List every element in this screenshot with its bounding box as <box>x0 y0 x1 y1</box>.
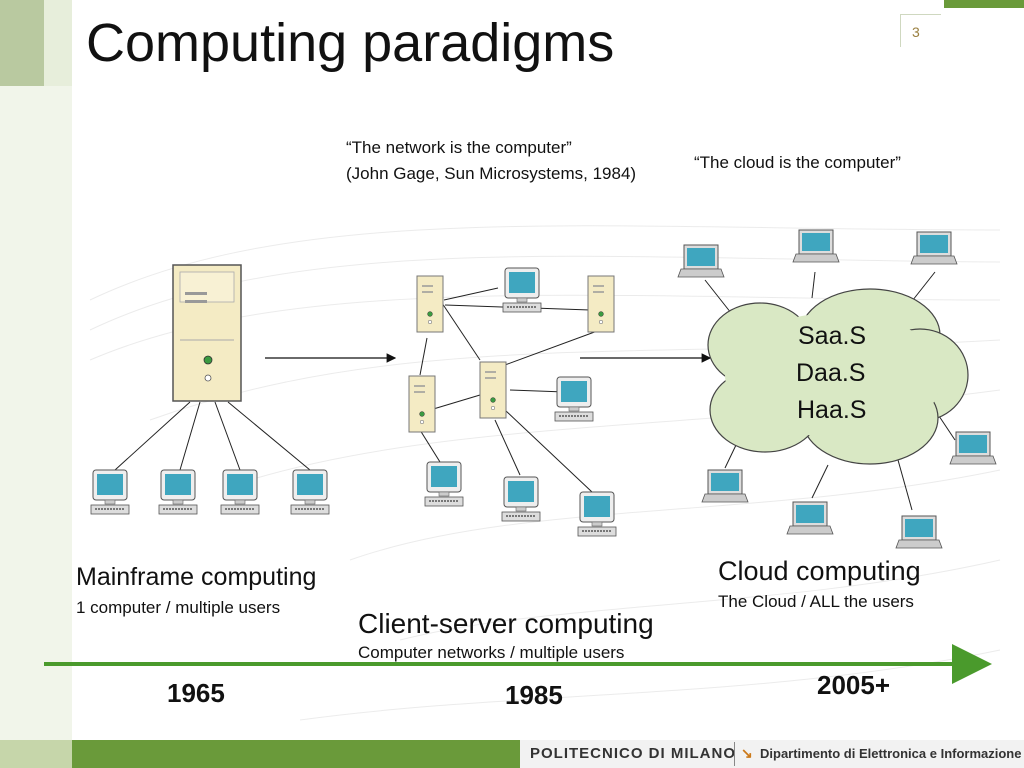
laptop-icon <box>786 501 834 535</box>
cloud-service-label: Saa.S <box>798 322 867 350</box>
left-decor-strip-body <box>0 86 72 740</box>
paradigm-name-client-server: Client-server computing <box>358 608 654 639</box>
cloud-quote: “The cloud is the computer” <box>694 153 901 172</box>
terminal-icon <box>220 469 260 515</box>
footer-logo-panel <box>520 740 1024 768</box>
year-label: 1965 <box>167 678 225 708</box>
client-computer-icon <box>501 476 541 522</box>
laptop-icon <box>949 431 997 465</box>
network-quote-attribution: (John Gage, Sun Microsystems, 1984) <box>346 164 637 183</box>
year-label: 1985 <box>505 680 563 710</box>
left-decor-strip-mid <box>44 0 72 86</box>
paradigm-description-cloud: The Cloud / ALL the users <box>718 592 914 611</box>
cloud-service-label: Haa.S <box>797 396 867 424</box>
server-icon <box>408 375 436 433</box>
page-number-box <box>900 14 941 47</box>
laptop-icon <box>895 515 943 549</box>
footer-department: Dipartimento di Elettronica e Informazio… <box>760 746 1022 761</box>
laptop-icon <box>910 231 958 265</box>
mainframe-links <box>114 401 311 471</box>
client-server-links <box>419 287 601 493</box>
server-icon <box>416 275 444 333</box>
mainframe-server-icon <box>172 264 242 402</box>
network-quote: “The network is the computer” <box>346 138 572 157</box>
client-computer-icon <box>424 461 464 507</box>
footer-divider <box>734 742 735 766</box>
laptop-icon <box>701 469 749 503</box>
server-icon <box>587 275 615 333</box>
top-right-bar <box>944 0 1024 8</box>
cloud-service-label: Daa.S <box>796 359 866 387</box>
year-label: 2005+ <box>817 670 891 700</box>
terminal-icon <box>158 469 198 515</box>
terminal-icon <box>290 469 330 515</box>
client-computer-icon <box>502 267 542 313</box>
page-title: Computing paradigms <box>86 13 615 73</box>
laptop-icon <box>792 229 840 263</box>
footer-institution: POLITECNICO DI MILANO <box>530 745 736 762</box>
client-computer-icon <box>554 376 594 422</box>
paradigm-name-mainframe: Mainframe computing <box>76 563 317 591</box>
laptop-icon <box>677 244 725 278</box>
footer-logo-icon: ↘ <box>741 745 753 761</box>
footer-left-block <box>0 740 72 768</box>
client-computer-icon <box>577 491 617 537</box>
paradigm-description-client-server: Computer networks / multiple users <box>358 643 625 662</box>
paradigm-name-cloud: Cloud computing <box>718 556 921 586</box>
terminal-icon <box>90 469 130 515</box>
paradigm-description-mainframe: 1 computer / multiple users <box>76 598 281 617</box>
page-number: 3 <box>912 24 920 40</box>
left-decor-strip-top <box>0 0 44 86</box>
server-icon <box>479 361 507 419</box>
